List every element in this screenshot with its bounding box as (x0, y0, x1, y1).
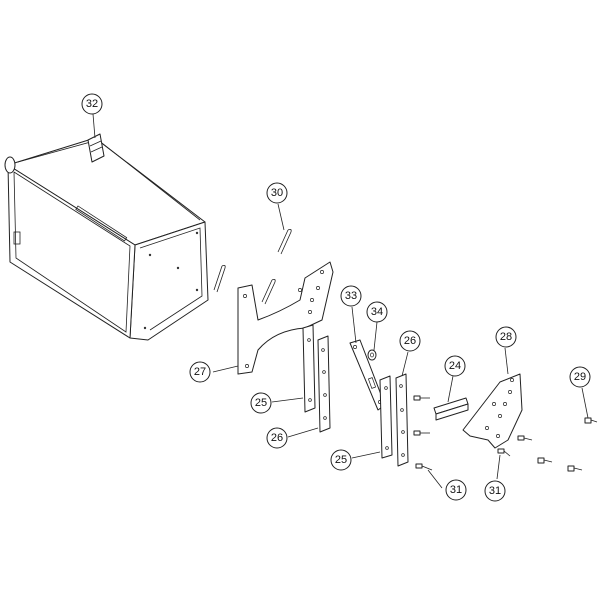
part-33-link-bar (349, 339, 386, 411)
bolt-31-b (413, 430, 430, 436)
callout-25-lower-label: 25 (335, 454, 347, 466)
leader-lines (92, 113, 589, 489)
part-28-bracket-plate (462, 373, 523, 449)
callout-29-label: 29 (574, 371, 586, 383)
callout-24: 24 (444, 355, 466, 377)
callout-26-lower: 26 (266, 427, 288, 449)
callout-33-label: 33 (345, 290, 357, 302)
callout-28: 28 (495, 326, 517, 348)
callout-26-lower-label: 26 (271, 432, 283, 444)
part-26-strip-right (395, 373, 409, 467)
callout-25-lower: 25 (330, 449, 352, 471)
callout-24-label: 24 (449, 360, 461, 372)
part-32-rigging-bracket (87, 133, 105, 163)
callout-26-upper: 26 (399, 330, 421, 352)
part-26-strip-left (317, 335, 331, 433)
callout-30-label: 30 (271, 187, 283, 199)
callout-31-left: 31 (445, 479, 467, 501)
part-24-block (433, 397, 469, 421)
callout-34: 34 (366, 301, 388, 323)
pin-29-c (567, 465, 583, 472)
callout-25-upper: 25 (250, 392, 272, 414)
callout-33: 33 (340, 285, 362, 307)
callout-29: 29 (569, 366, 591, 388)
callout-31-left-label: 31 (450, 484, 462, 496)
callout-32: 32 (81, 93, 103, 115)
part-25-strip-right (379, 375, 393, 459)
bolt-31-c (415, 463, 433, 471)
pin-29-d (584, 417, 598, 424)
part-34-spacer (367, 349, 377, 361)
callout-27: 27 (189, 361, 211, 383)
bolt-31-a (413, 395, 430, 401)
bolt-31-d (497, 448, 511, 457)
bolts (413, 395, 598, 472)
pin-29-a (517, 435, 533, 441)
callout-34-label: 34 (371, 306, 383, 318)
callout-27-label: 27 (194, 366, 206, 378)
speaker-cabinet (4, 133, 209, 341)
part-27-mounting-plate (237, 261, 334, 375)
callout-25-upper-label: 25 (255, 397, 267, 409)
callout-31-right: 31 (484, 480, 506, 502)
callout-28-label: 28 (500, 331, 512, 343)
callout-31-right-label: 31 (489, 485, 501, 497)
callout-32-label: 32 (86, 98, 98, 110)
pin-29-b (537, 457, 553, 464)
callout-30: 30 (266, 182, 288, 204)
part-30-cotter-pins (213, 228, 292, 305)
part-25-strip-left (302, 324, 316, 413)
callout-26-upper-label: 26 (404, 335, 416, 347)
